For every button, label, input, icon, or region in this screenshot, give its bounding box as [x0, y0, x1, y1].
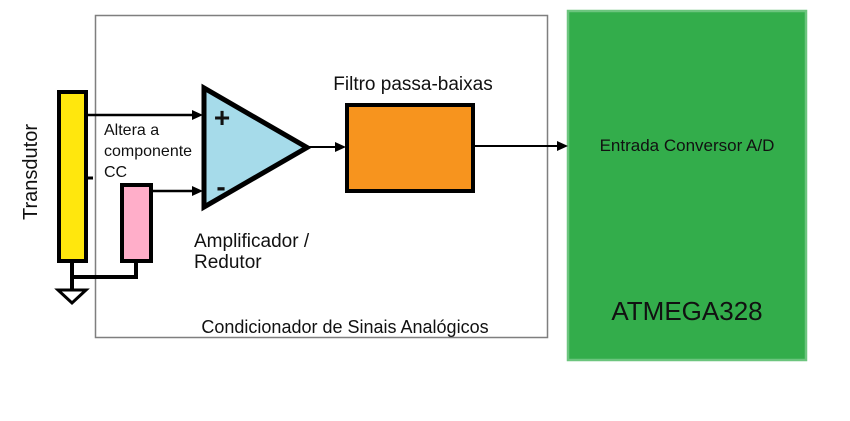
- filter-label: Filtro passa-baixas: [333, 74, 493, 95]
- filter-block: [345, 103, 475, 193]
- ground-symbol: [54, 288, 90, 306]
- transducer-block: [57, 90, 88, 263]
- arrowhead-minus-input: [192, 186, 203, 196]
- amplifier-label: Amplificador / Redutor: [194, 231, 310, 273]
- plus-sign: +: [213, 102, 231, 133]
- amplifier-triangle: [201, 83, 312, 212]
- transducer-label: Transdutor: [20, 124, 42, 220]
- arrowhead-plus-input: [192, 110, 203, 120]
- arrowhead-filter-input: [335, 142, 346, 152]
- conditioner-box-outline: [94, 14, 549, 339]
- minus-sign: -: [216, 171, 226, 202]
- arrowhead-mcu-input: [557, 141, 568, 151]
- mcu-input-label: Entrada Conversor A/D: [599, 136, 775, 155]
- conditioner-label: Condicionador de Sinais Analógicos: [201, 317, 489, 337]
- dc-offset-block: [120, 183, 153, 263]
- mcu-name-label: ATMEGA328: [611, 296, 763, 326]
- dc-offset-note: Altera a componente CC: [104, 122, 193, 181]
- mcu-block: [566, 9, 808, 362]
